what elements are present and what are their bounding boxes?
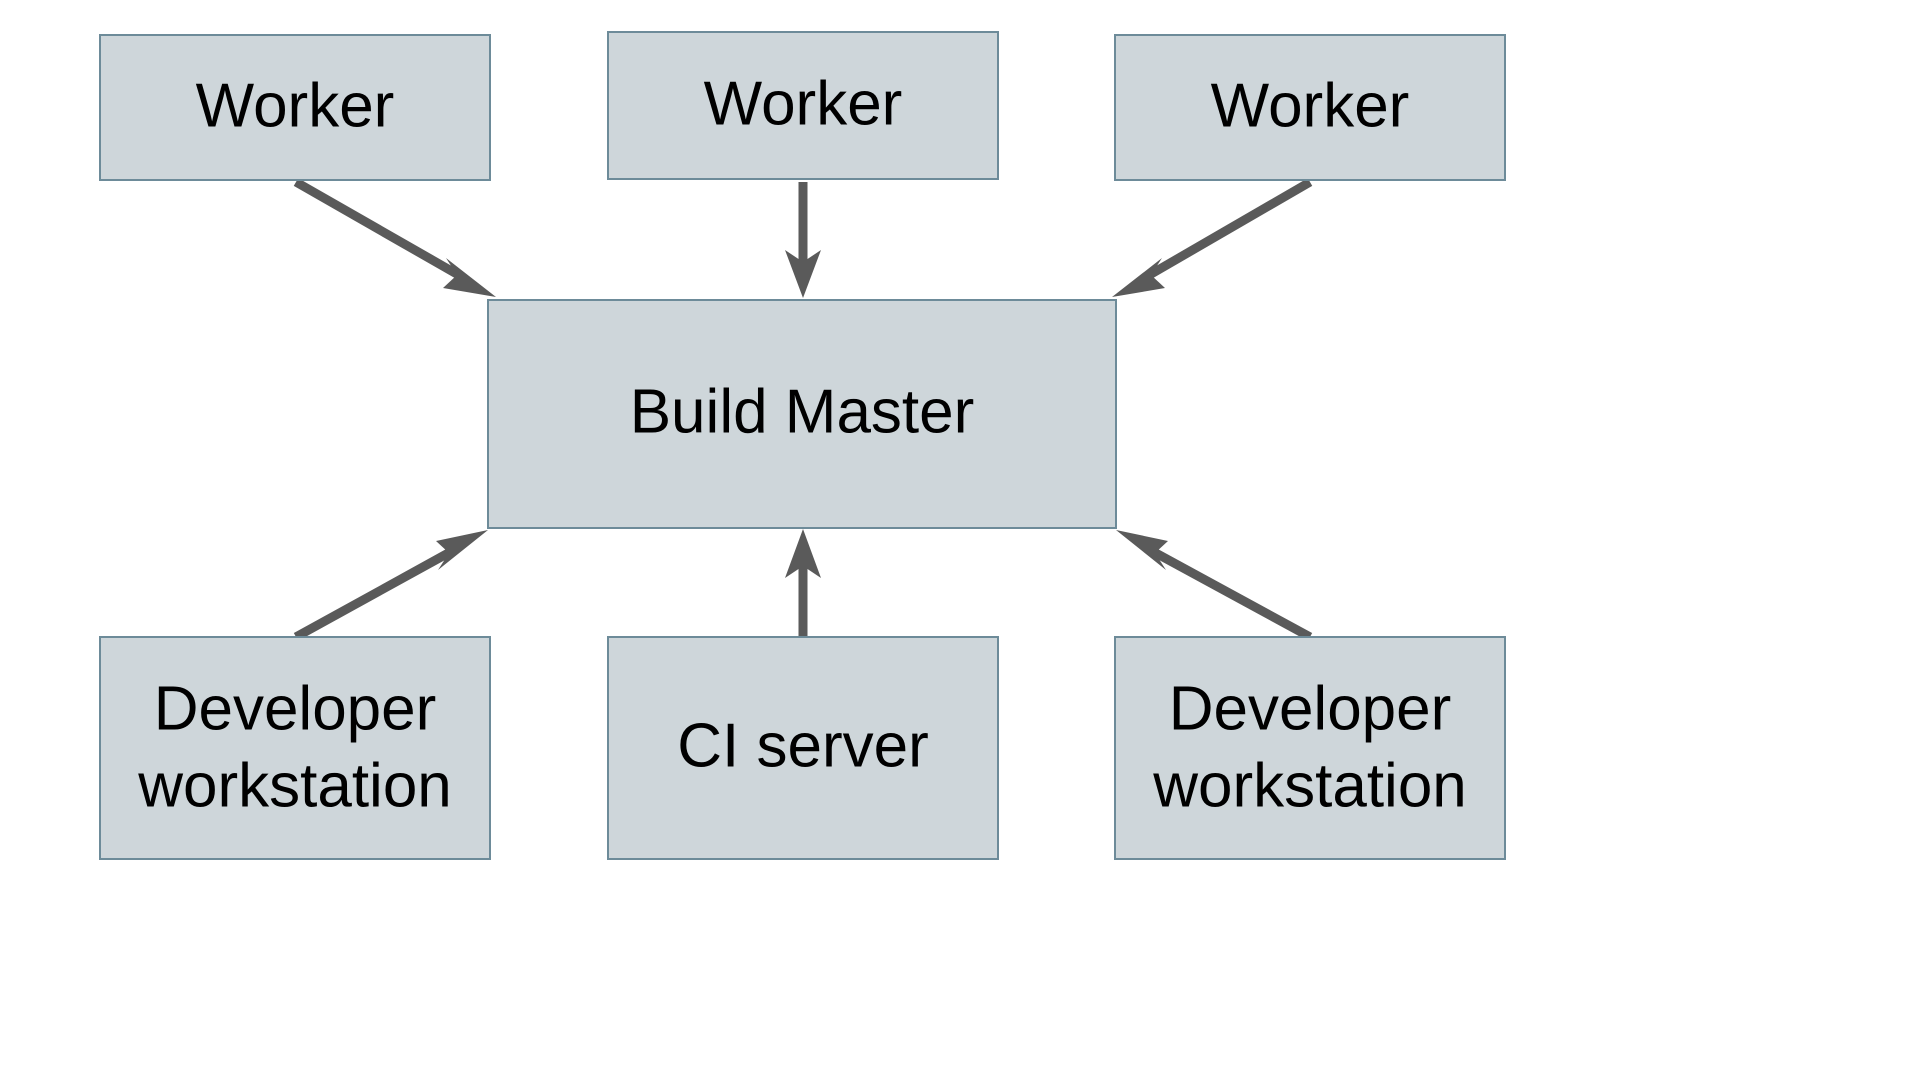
node-developer-workstation-right[interactable]: Developer workstation (1114, 636, 1506, 860)
node-label-developer-workstation-right-line2: workstation (1152, 751, 1467, 820)
edge-worker-3-to-build-master (1112, 178, 1313, 297)
edge-line-worker-1 (293, 178, 465, 281)
node-label-developer-workstation-right-line1: Developer (1169, 674, 1452, 743)
node-worker-2[interactable]: Worker (607, 31, 999, 180)
edge-developer-workstation-right-to-build-master (1116, 530, 1313, 641)
node-label-developer-workstation-left-line1: Developer (154, 674, 437, 743)
edge-line-developer-left (293, 547, 455, 641)
node-label-build-master: Build Master (630, 377, 975, 446)
node-label-worker-3: Worker (1211, 71, 1410, 140)
node-box-developer-workstation-right[interactable] (1114, 636, 1506, 860)
edge-worker-1-to-build-master (293, 178, 496, 297)
node-box-ci-server[interactable] (607, 636, 999, 860)
node-ci-server[interactable]: CI server (607, 636, 999, 860)
arrowhead-developer-left (436, 530, 488, 570)
arrowhead-developer-right (1116, 530, 1168, 570)
node-label-worker-2: Worker (704, 69, 903, 138)
edge-line-worker-3 (1143, 178, 1313, 281)
node-label-ci-server: CI server (677, 711, 928, 780)
edge-developer-workstation-left-to-build-master (293, 530, 488, 641)
node-build-master[interactable]: Build Master (487, 299, 1117, 529)
node-box-build-master[interactable] (487, 299, 1117, 529)
edge-line-developer-right (1149, 547, 1313, 641)
edge-ci-server-to-build-master (785, 529, 821, 637)
arrowhead-worker-3 (1112, 258, 1165, 297)
node-worker-1[interactable]: Worker (99, 34, 491, 181)
node-developer-workstation-left[interactable]: Developer workstation (99, 636, 491, 860)
node-box-worker-3[interactable] (1114, 34, 1506, 181)
arrowhead-worker-1 (443, 258, 496, 297)
node-box-worker-2[interactable] (607, 31, 999, 180)
node-worker-3[interactable]: Worker (1114, 34, 1506, 181)
edge-worker-2-to-build-master (785, 182, 821, 298)
node-label-developer-workstation-left-line2: workstation (137, 751, 452, 820)
node-box-worker-1[interactable] (99, 34, 491, 181)
node-box-developer-workstation-left[interactable] (99, 636, 491, 860)
node-label-worker-1: Worker (196, 71, 395, 140)
arrowhead-worker-2 (785, 250, 821, 298)
arrowhead-ci-server (785, 529, 821, 578)
